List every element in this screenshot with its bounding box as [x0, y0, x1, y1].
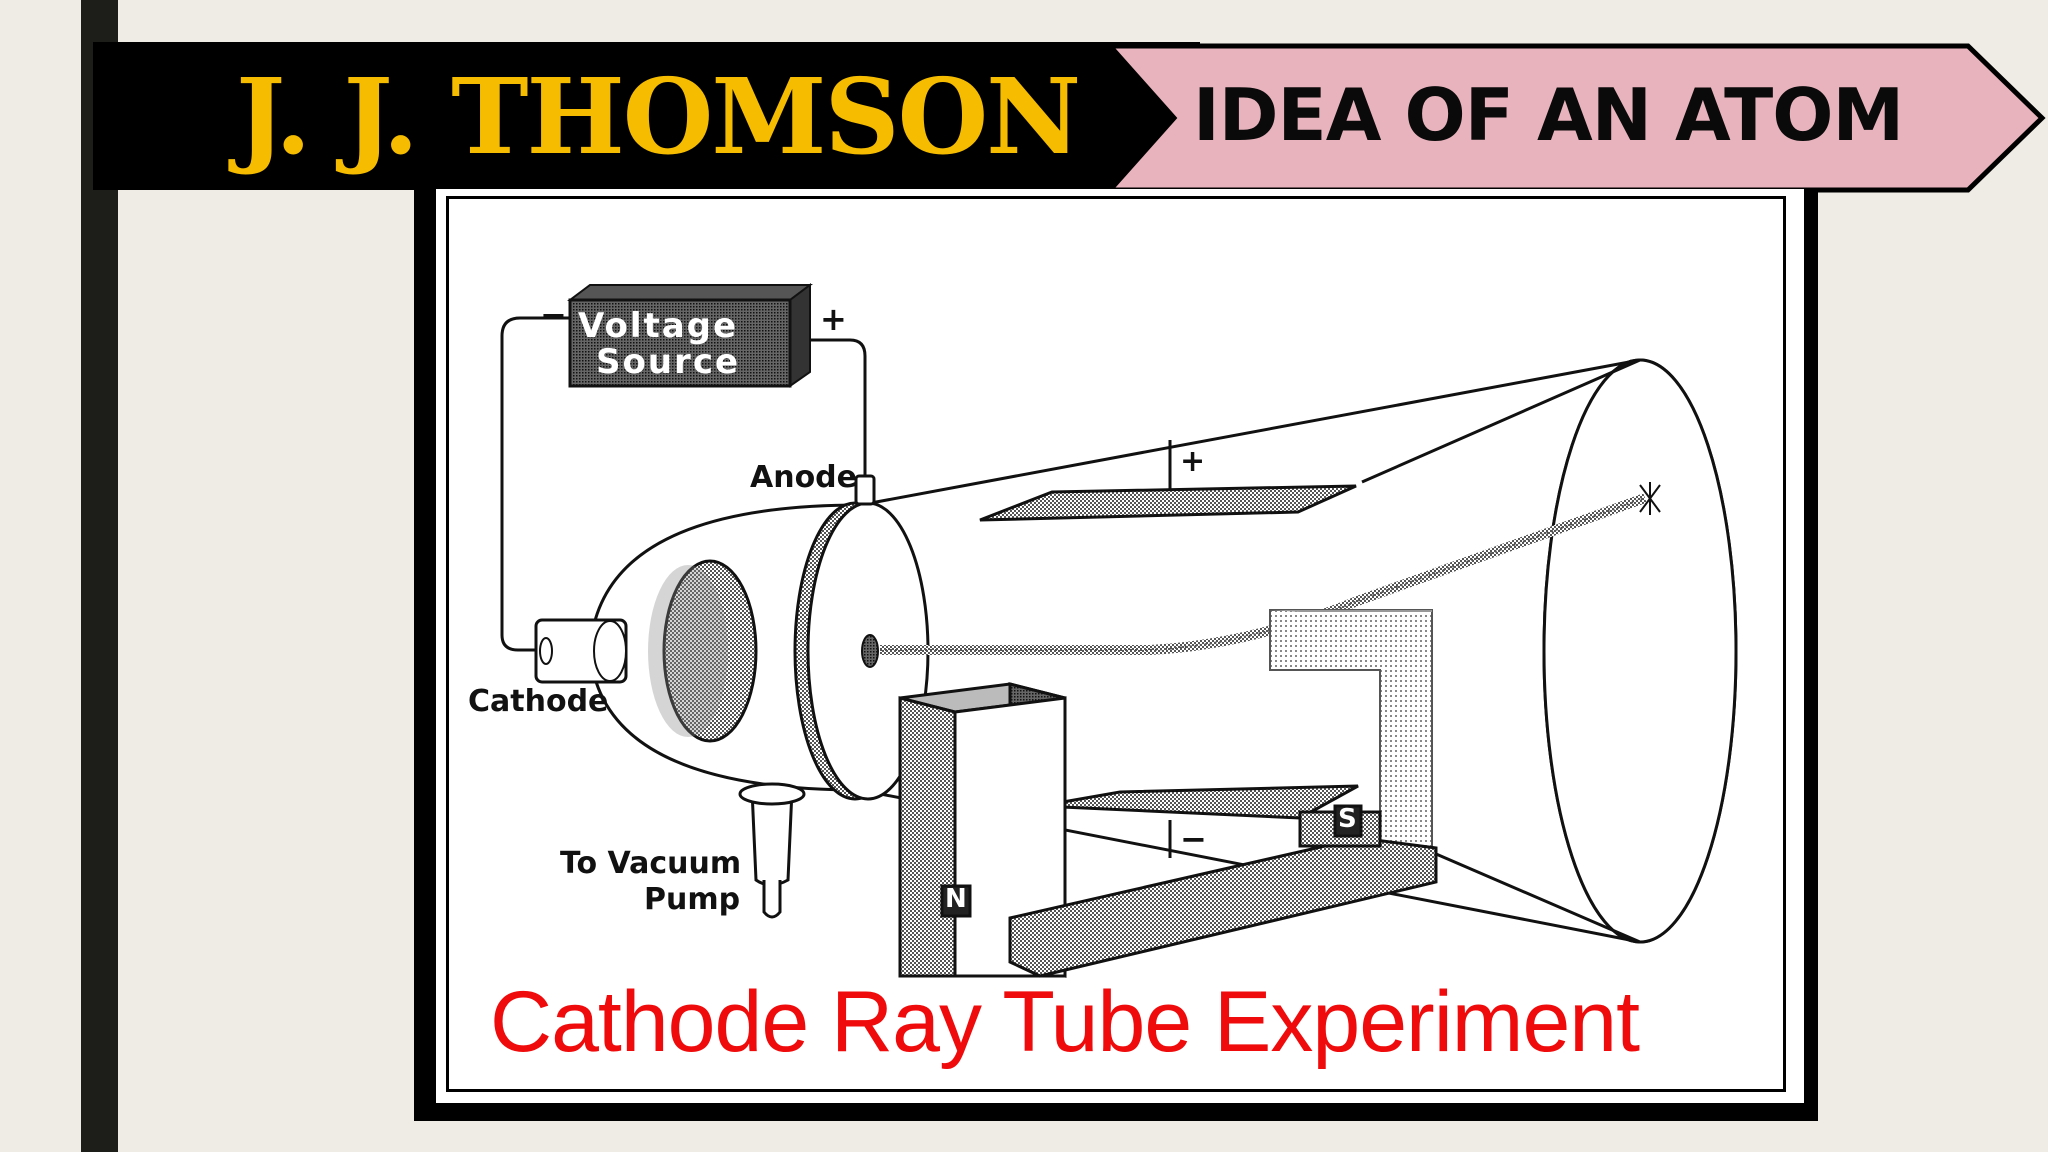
circuit-wire-left: [500, 316, 570, 652]
circuit-wire-right: [795, 338, 867, 478]
slide-title: J. J. THOMSON: [236, 55, 1081, 178]
magnet-front: [898, 682, 1438, 978]
diagram-caption: Cathode Ray Tube Experiment: [490, 974, 1640, 1070]
topic-tag-label: IDEA OF AN ATOM: [1193, 73, 1904, 157]
voltage-minus-sign: −: [540, 296, 567, 334]
title-banner: [93, 42, 1200, 190]
voltage-source-label-line1: Voltage: [578, 306, 739, 346]
voltage-source-label-line2: Source: [596, 342, 741, 382]
negative-plate-sign: −: [1180, 820, 1207, 858]
positive-plate-sign: +: [1180, 444, 1206, 479]
negative-plate: [1039, 784, 1359, 858]
south-pole-label: S: [1338, 804, 1357, 834]
left-accent-bar: [81, 0, 118, 1152]
cathode-disk: [662, 559, 758, 743]
topic-tag: [1104, 43, 2046, 193]
anode-terminal: [854, 474, 876, 506]
north-pole-label: N: [945, 884, 967, 914]
voltage-plus-sign: +: [820, 300, 847, 338]
cathode-electrode: [534, 618, 628, 684]
anode-label: Anode: [750, 460, 858, 495]
voltage-source: [567, 283, 813, 388]
fluorescent-screen: [1542, 358, 1738, 944]
vacuum-pump-port: [738, 782, 806, 919]
anode-disk: [793, 501, 930, 801]
vacuum-pump-label-line2: Pump: [644, 882, 741, 917]
impact-spot: [1639, 482, 1661, 515]
vacuum-pump-label-line1: To Vacuum: [560, 846, 742, 881]
positive-plate: [979, 440, 1357, 522]
cathode-label: Cathode: [468, 684, 609, 719]
